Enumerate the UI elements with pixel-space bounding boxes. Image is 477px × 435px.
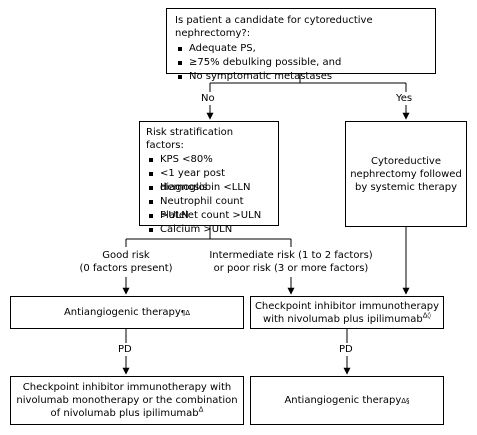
- yes-label: Yes: [396, 93, 413, 104]
- risk-factor-item: KPS <80%: [146, 153, 272, 167]
- candidate-criteria-list: Adequate PS, ≥75% debulking possible, an…: [175, 42, 429, 84]
- criteria-item: ≥75% debulking possible, and: [175, 56, 429, 70]
- checkpoint-left-text: of nivolumab plus ipilimumab: [50, 408, 199, 419]
- risk-factor-item: Calcium >ULN: [146, 223, 272, 237]
- candidate-box: Is patient a candidate for cytoreductive…: [166, 8, 436, 82]
- nephrectomy-line: by systemic therapy: [355, 181, 457, 193]
- risk-factor-item: Hemoglobin <LLN: [146, 181, 272, 195]
- risk-factors-list: KPS <80% <1 year post diagnosis Hemoglob…: [146, 153, 272, 237]
- intermediate-risk-line: Intermediate risk (1 to 2 factors): [209, 250, 373, 261]
- criteria-item: No symptomatic metastases: [175, 70, 429, 84]
- checkpoint-left-line3: of nivolumab plus ipilimumabΔ: [11, 405, 243, 420]
- pd-label-left: PD: [118, 344, 132, 355]
- good-risk-line: (0 factors present): [79, 263, 173, 274]
- no-label: No: [201, 93, 215, 104]
- checkpoint-therapy-box-right: Checkpoint inhibitor immunotherapy with …: [250, 296, 444, 329]
- good-risk-label: Good risk (0 factors present): [66, 249, 186, 275]
- nephrectomy-line: Cytoreductive: [371, 155, 441, 167]
- antiangiogenic-left-text: Antiangiogenic therapy: [63, 307, 181, 318]
- risk-factor-item: Platelet count >ULN: [146, 209, 272, 223]
- candidate-question: Is patient a candidate for cytoreductive…: [175, 15, 373, 39]
- checkpoint-right-line2: with nivolumab plus ipilimumabΔ◊: [251, 311, 443, 326]
- antiangiogenic-therapy-box-left: Antiangiogenic therapy¶Δ: [10, 296, 244, 329]
- footnote-marks: Δ◊: [422, 311, 431, 320]
- risk-factors-title: Risk stratification factors:: [146, 127, 234, 151]
- intermediate-risk-label: Intermediate risk (1 to 2 factors) or po…: [196, 249, 386, 275]
- good-risk-line: Good risk: [102, 250, 150, 261]
- risk-factor-item: Neutrophil count >ULN: [146, 195, 272, 221]
- checkpoint-left-line: nivolumab monotherapy or the combination: [16, 395, 238, 406]
- checkpoint-left-line: Checkpoint inhibitor immunotherapy with: [22, 382, 232, 393]
- risk-factors-box: Risk stratification factors: KPS <80% <1…: [139, 121, 279, 235]
- checkpoint-therapy-box-left: Checkpoint inhibitor immunotherapy with …: [10, 376, 244, 425]
- risk-factor-item: <1 year post diagnosis: [146, 167, 272, 193]
- intermediate-risk-line: or poor risk (3 or more factors): [213, 263, 369, 274]
- criteria-item: Adequate PS,: [175, 42, 429, 56]
- pd-label-right: PD: [339, 344, 353, 355]
- footnote-marks: Δ: [198, 405, 204, 414]
- antiangiogenic-right-text: Antiangiogenic therapy: [284, 395, 402, 406]
- nephrectomy-box: Cytoreductive nephrectomy followed by sy…: [345, 121, 467, 227]
- checkpoint-right-text: with nivolumab plus ipilimumab: [263, 313, 423, 325]
- nephrectomy-line: nephrectomy followed: [350, 168, 462, 180]
- checkpoint-right-line: Checkpoint inhibitor immunotherapy: [254, 300, 440, 312]
